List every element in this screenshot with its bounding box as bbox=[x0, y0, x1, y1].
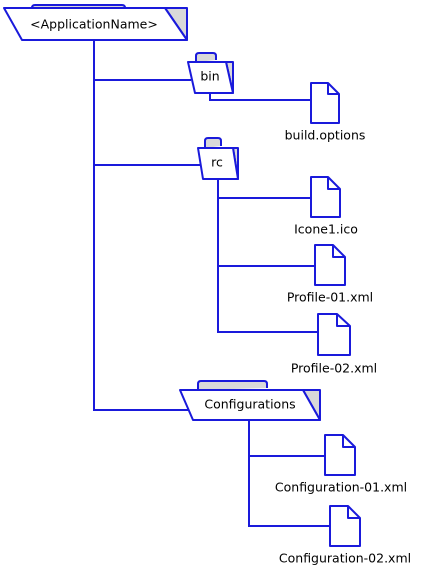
folder-tab bbox=[195, 52, 217, 62]
file-icone1-ico[interactable]: Icone1.ico bbox=[294, 176, 358, 237]
connector-bin-files bbox=[209, 93, 313, 101]
file-profile-02-xml[interactable]: Profile-02.xml bbox=[291, 313, 377, 376]
folder-bin-label: bin bbox=[200, 69, 219, 84]
file-fold bbox=[336, 314, 350, 327]
file-fold bbox=[347, 506, 360, 519]
folder-rc[interactable]: rc bbox=[197, 137, 239, 180]
root-folder-label: <ApplicationName> bbox=[30, 17, 158, 32]
file-label: Configuration-01.xml bbox=[275, 480, 407, 495]
folder-rc-label: rc bbox=[211, 155, 223, 170]
file-icon bbox=[314, 244, 346, 286]
file-label: Icone1.ico bbox=[294, 222, 358, 237]
folder-icon bbox=[197, 147, 239, 180]
file-icon bbox=[310, 82, 340, 124]
file-label: Profile-01.xml bbox=[287, 290, 373, 305]
file-label: Configuration-02.xml bbox=[279, 551, 411, 566]
folder-icon bbox=[3, 7, 188, 41]
folder-tab bbox=[197, 380, 268, 390]
file-fold bbox=[332, 245, 345, 258]
folder-icon bbox=[187, 61, 234, 94]
folder-configurations[interactable]: Configurations bbox=[179, 380, 321, 421]
tree-connectors bbox=[93, 41, 331, 527]
folder-tab bbox=[204, 137, 222, 148]
file-icon bbox=[324, 434, 356, 476]
folder-configurations-label: Configurations bbox=[204, 397, 295, 412]
file-configuration-02-xml[interactable]: Configuration-02.xml bbox=[279, 505, 411, 566]
file-build-options[interactable]: build.options bbox=[285, 82, 366, 143]
file-icon bbox=[317, 313, 351, 356]
file-icon bbox=[329, 505, 361, 547]
folder-bin[interactable]: bin bbox=[187, 52, 234, 94]
file-fold bbox=[327, 83, 339, 95]
file-profile-01-xml[interactable]: Profile-01.xml bbox=[287, 244, 373, 305]
root-folder[interactable]: <ApplicationName> bbox=[3, 4, 188, 41]
file-fold bbox=[327, 177, 340, 190]
file-configuration-01-xml[interactable]: Configuration-01.xml bbox=[275, 434, 407, 495]
file-label: Profile-02.xml bbox=[291, 361, 377, 376]
file-label: build.options bbox=[285, 128, 366, 143]
file-icon bbox=[310, 176, 341, 218]
folder-icon bbox=[179, 389, 321, 421]
file-fold bbox=[342, 435, 355, 448]
